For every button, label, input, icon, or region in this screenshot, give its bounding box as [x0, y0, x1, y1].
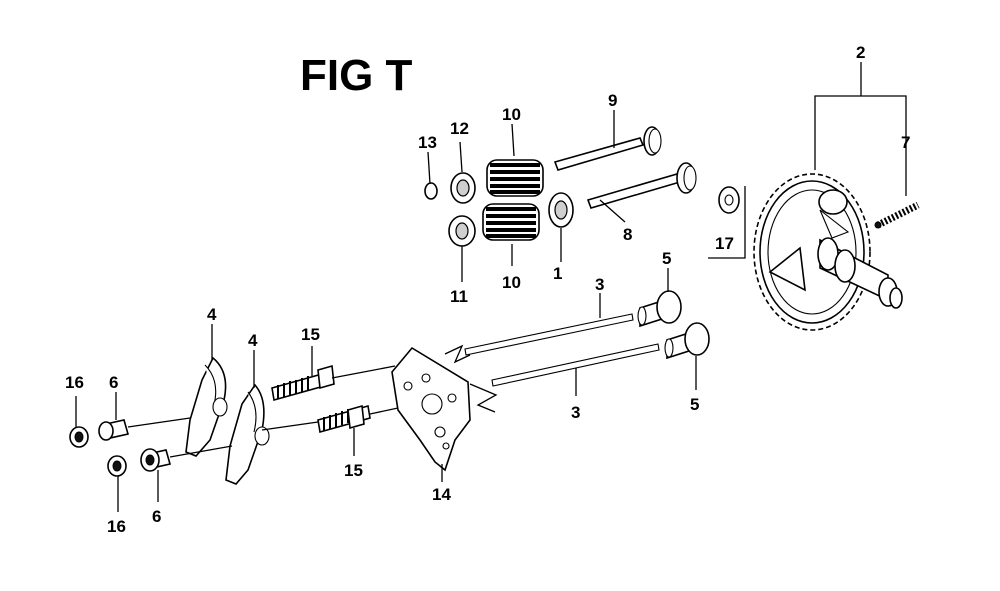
valve-intake — [553, 126, 662, 171]
callout-13: 13 — [418, 133, 437, 152]
push-rod-guide-plate — [391, 346, 471, 472]
callout-2: 2 — [856, 43, 865, 62]
break-mark-upper — [444, 344, 471, 364]
callout-8: 8 — [623, 225, 632, 244]
rocker-nut-upper — [98, 419, 130, 441]
callout-10-lower: 10 — [502, 273, 521, 292]
callout-5-upper: 5 — [662, 249, 671, 268]
callout-15-lower: 15 — [344, 461, 363, 480]
camshaft-gear — [753, 173, 903, 331]
valve-exhaust — [586, 162, 697, 209]
spring-retainer — [450, 172, 476, 204]
valve-spring-lower — [482, 203, 540, 241]
rocker-pivot-bolt-lower — [317, 404, 371, 434]
rocker-pivot-bolt-upper — [271, 364, 335, 402]
lock-washer-upper — [69, 426, 89, 448]
rocker-arm-upper — [185, 356, 228, 457]
callout-16-lower: 16 — [107, 517, 126, 536]
tappet-upper — [637, 290, 682, 328]
callout-9: 9 — [608, 91, 617, 110]
figure-title: FIG T — [300, 51, 413, 100]
callout-15-upper: 15 — [301, 325, 320, 344]
decompressor-spring — [874, 201, 920, 229]
callout-5-lower: 5 — [690, 395, 699, 414]
callout-4-upper: 4 — [207, 305, 217, 324]
callout-17: 17 — [715, 234, 734, 253]
callout-10-upper: 10 — [502, 105, 521, 124]
valve-spring-upper — [486, 159, 544, 197]
callout-7: 7 — [901, 133, 910, 152]
washer-17 — [718, 186, 740, 214]
push-rod-lower — [491, 343, 660, 387]
valve-stem-seal — [548, 192, 574, 228]
callout-6-upper: 6 — [109, 373, 118, 392]
callout-bracket-2 — [814, 95, 907, 170]
push-rod-upper — [464, 313, 634, 356]
rocker-arm-lower — [225, 383, 270, 485]
callout-3-upper: 3 — [595, 275, 604, 294]
valve-cotter — [424, 182, 438, 200]
callout-1: 1 — [553, 264, 562, 283]
callout-6-lower: 6 — [152, 507, 161, 526]
lock-washer-lower — [107, 455, 127, 477]
callout-bracket-17 — [708, 186, 746, 259]
tappet-lower — [664, 322, 710, 360]
callout-12: 12 — [450, 119, 469, 138]
valve-rotator — [448, 215, 476, 247]
callout-14: 14 — [432, 485, 451, 504]
callout-4-lower: 4 — [248, 331, 258, 350]
callout-16-upper: 16 — [65, 373, 84, 392]
rocker-nut-lower — [140, 448, 172, 472]
callout-3-lower: 3 — [571, 403, 580, 422]
break-mark-lower — [469, 383, 498, 413]
callout-11: 11 — [450, 287, 468, 306]
